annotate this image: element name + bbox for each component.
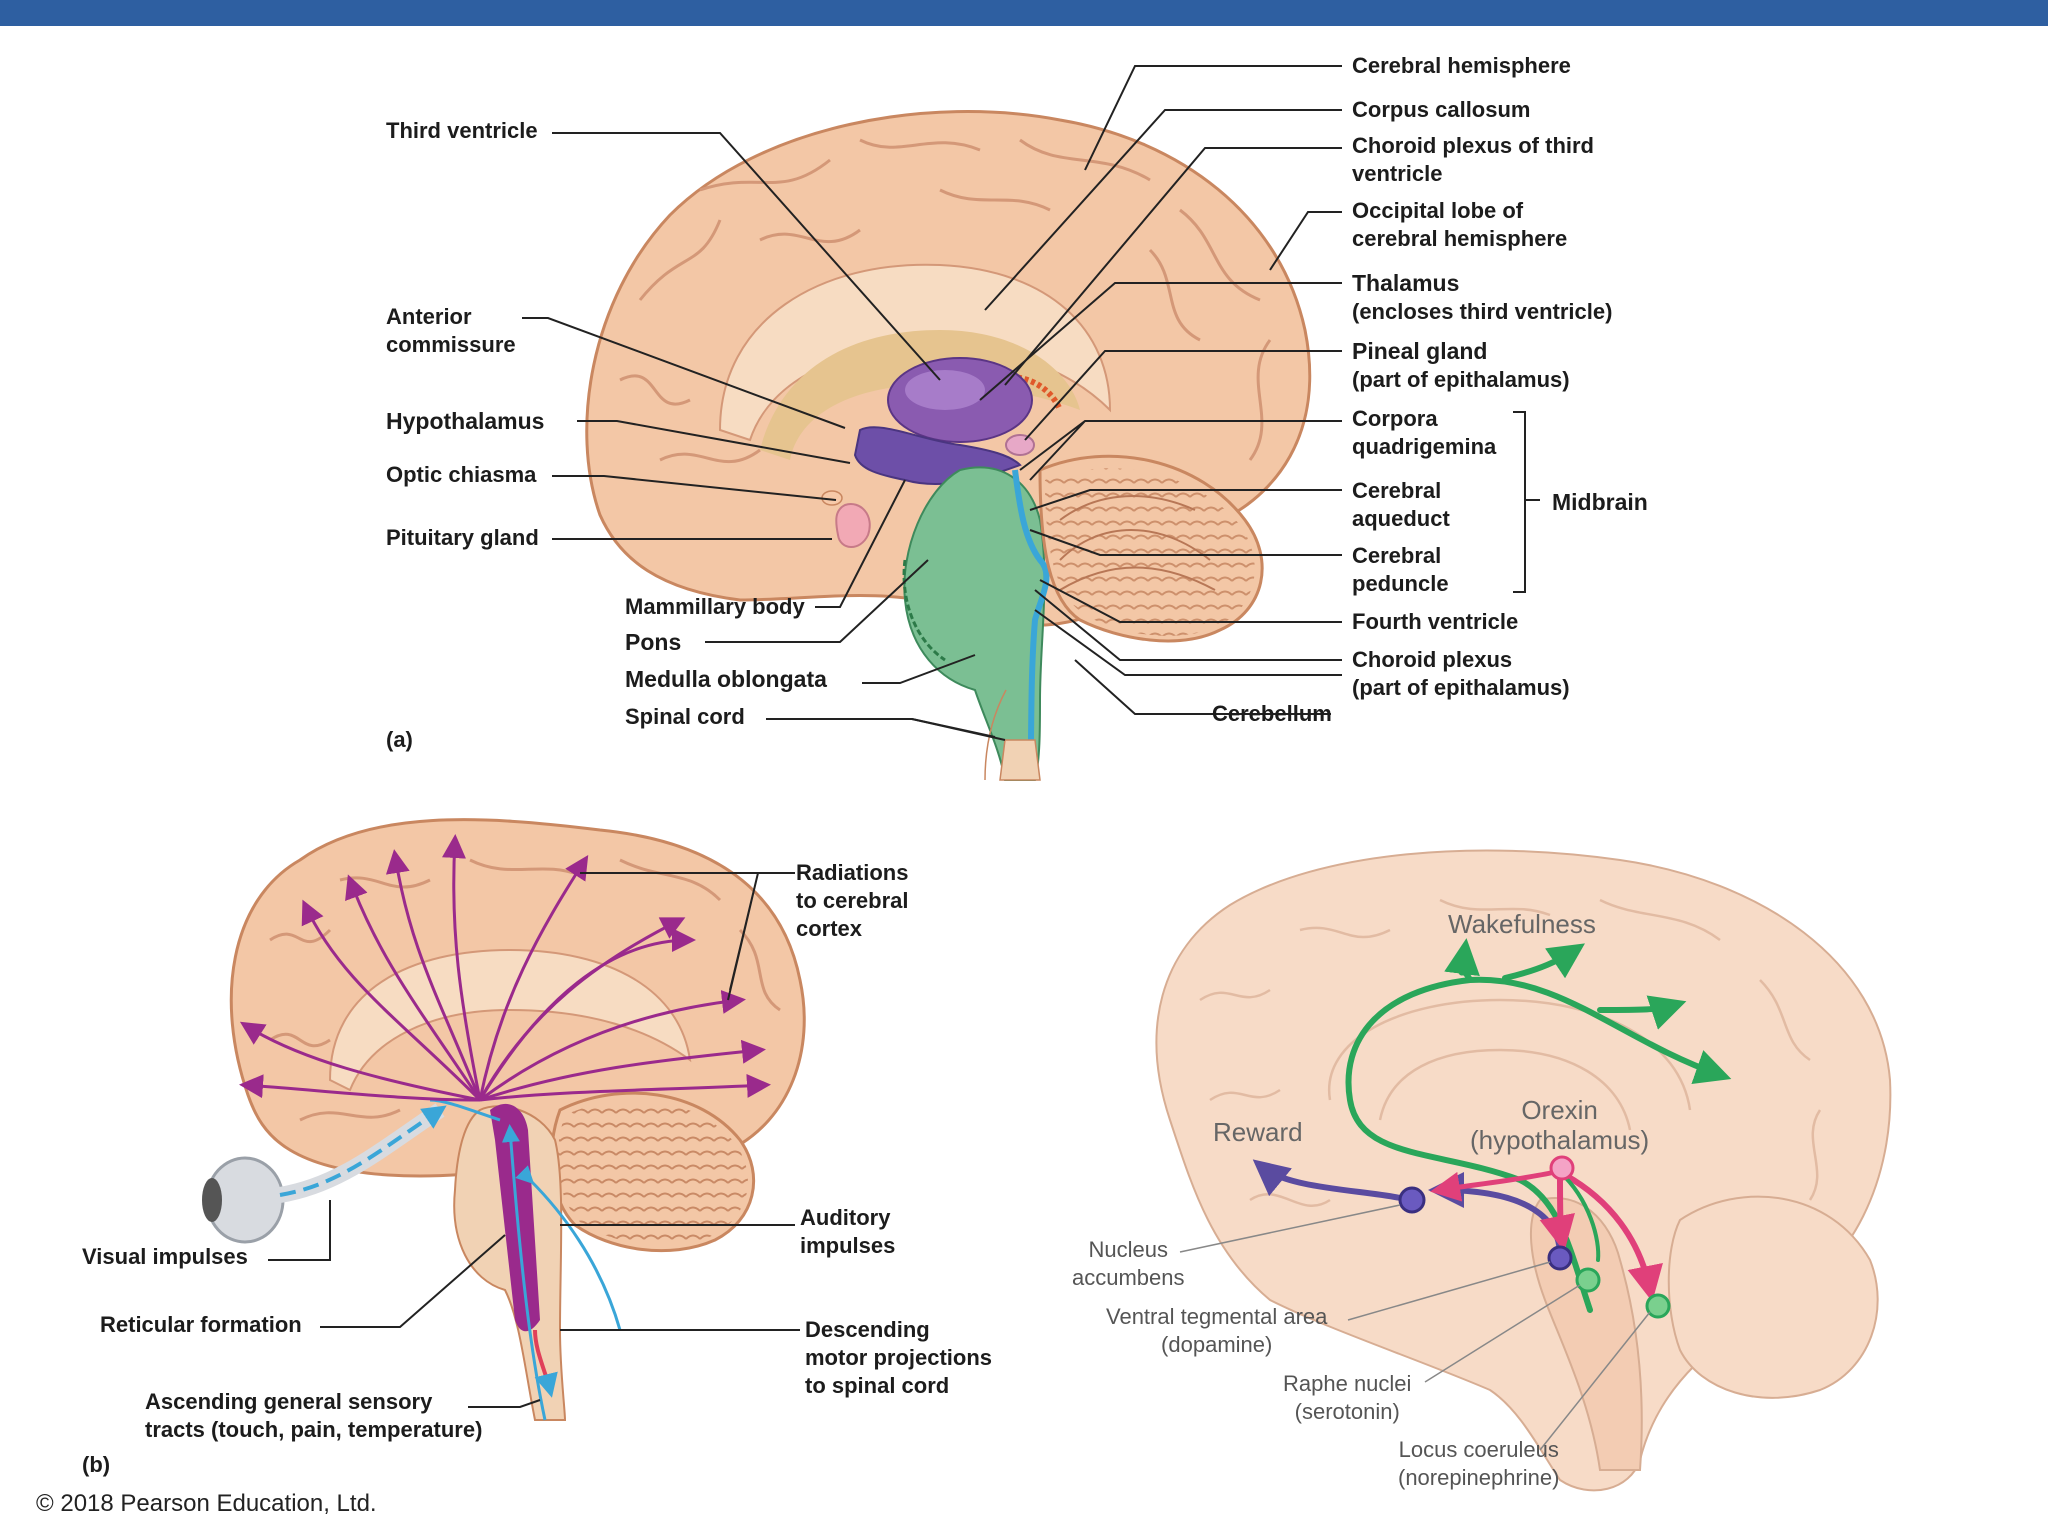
label-thalamus: Thalamus: [1352, 270, 1460, 296]
raphe-dot: [1575, 1267, 1601, 1293]
label-reticular-formation: Reticular formation: [100, 1312, 302, 1337]
label-ascending-sensory: Ascending general sensory tracts (touch,…: [145, 1389, 483, 1442]
nuclei-c: [1398, 1155, 1671, 1319]
pineal-a: [1005, 434, 1035, 456]
label-pituitary-gland: Pituitary gland: [386, 525, 539, 550]
label-fourth-ventricle: Fourth ventricle: [1352, 609, 1519, 634]
label-vta: Ventral tegmental area (dopamine): [1106, 1304, 1328, 1357]
label-radiations: Radiations to cerebral cortex: [796, 860, 909, 941]
label-pons: Pons: [625, 629, 682, 655]
locus-dot: [1645, 1293, 1671, 1319]
label-choroid-plexus-third: Choroid plexus of third ventricle: [1352, 133, 1594, 186]
label-choroid-plexus: Choroid plexus (part of epithalamus): [1352, 647, 1570, 700]
label-medulla-oblongata: Medulla oblongata: [625, 666, 827, 692]
top-banner: [0, 0, 2048, 26]
label-cerebral-hemisphere: Cerebral hemisphere: [1352, 53, 1571, 78]
pathways-c: [1252, 938, 1732, 1313]
wakefulness-path: [1345, 976, 1732, 1313]
orexin-dot: [1549, 1155, 1575, 1181]
fornix-a: [760, 330, 1080, 460]
label-reward: Reward: [1213, 1117, 1303, 1147]
label-hypothalamus: Hypothalamus: [386, 408, 545, 434]
radiation-arrows: [239, 834, 771, 1102]
pituitary-a: [835, 503, 871, 548]
label-wakefulness: Wakefulness: [1448, 909, 1596, 939]
label-pineal-note: (part of epithalamus): [1352, 367, 1570, 392]
label-auditory-impulses: Auditory impulses: [800, 1205, 896, 1258]
label-third-ventricle: Third ventricle: [386, 118, 538, 143]
spinal-cord-a: [999, 739, 1041, 781]
label-nucleus-accumbens: Nucleus accumbens: [1072, 1237, 1185, 1290]
leader-lines-c: [1179, 1204, 1651, 1451]
leader-lines-b: [268, 872, 800, 1408]
ventricle-a: [1012, 469, 1050, 781]
label-midbrain: Midbrain: [1552, 489, 1648, 515]
label-corpus-callosum: Corpus callosum: [1352, 97, 1531, 122]
leader-lines-a: [522, 65, 1540, 741]
label-cerebral-aqueduct: Cerebral aqueduct: [1352, 478, 1450, 531]
reticular-formation: [490, 1103, 540, 1332]
label-occipital-lobe: Occipital lobe of cerebral hemisphere: [1352, 198, 1568, 251]
gyri-a: [619, 138, 1272, 463]
label-anterior-commissure: Anterior commissure: [386, 304, 516, 357]
label-cerebellum: Cerebellum: [1212, 701, 1332, 726]
label-thalamus-note: (encloses third ventricle): [1352, 299, 1613, 324]
label-pineal-gland: Pineal gland: [1352, 338, 1488, 364]
orexin-path: [1539, 1167, 1575, 1252]
label-visual-impulses: Visual impulses: [82, 1244, 248, 1269]
vta-dot: [1547, 1245, 1573, 1271]
nucleus-accumbens-dot: [1398, 1186, 1426, 1214]
panel-label-a: (a): [386, 727, 413, 752]
panel-label-b: (b): [82, 1452, 111, 1477]
label-corpora-quadrigemina: Corpora quadrigemina: [1352, 406, 1497, 459]
label-raphe: Raphe nuclei (serotonin): [1283, 1371, 1412, 1424]
copyright-notice: © 2018 Pearson Education, Ltd.: [36, 1490, 377, 1517]
reward-path: [1252, 1159, 1413, 1203]
label-descending-motor: Descending motor projections to spinal c…: [805, 1317, 993, 1398]
label-cerebral-peduncle: Cerebral peduncle: [1352, 543, 1449, 596]
label-spinal-cord: Spinal cord: [625, 704, 745, 729]
label-optic-chiasma: Optic chiasma: [386, 462, 537, 487]
label-mammillary-body: Mammillary body: [625, 594, 805, 619]
eyeball: [202, 1103, 447, 1244]
panel-a-brain: [585, 110, 1312, 781]
label-locus-coeruleus: Locus coeruleus (norepinephrine): [1398, 1437, 1560, 1490]
label-orexin: Orexin (hypothalamus): [1470, 1095, 1650, 1155]
